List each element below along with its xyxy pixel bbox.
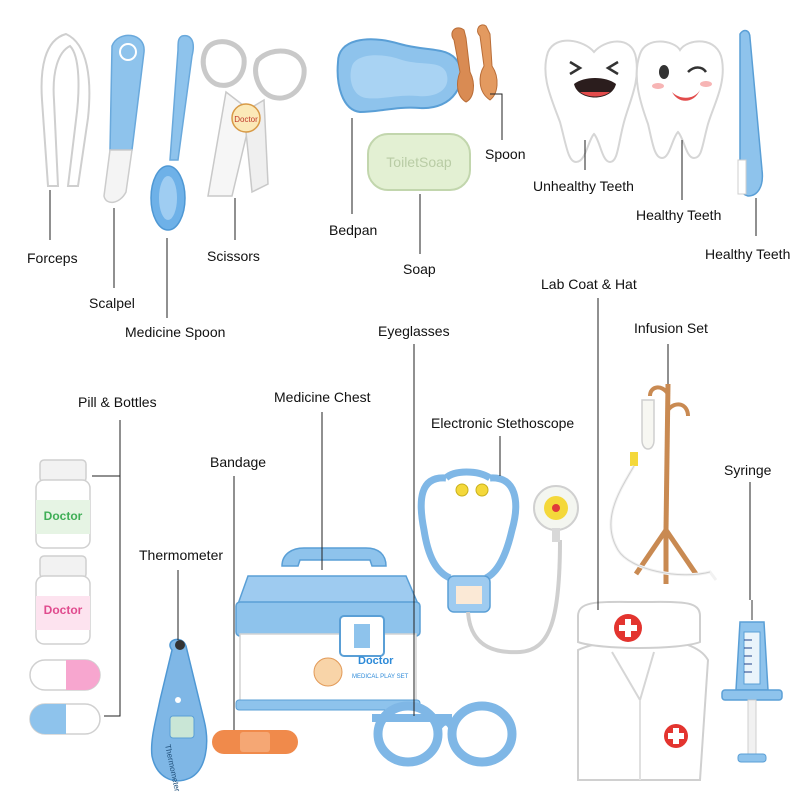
pill-bottles-leader-top <box>92 420 121 477</box>
bottle-brand-1: Doctor <box>44 509 83 523</box>
chest-subtitle-text: MEDICAL PLAY SET <box>352 674 409 680</box>
lab-coat-hat-item <box>577 600 710 781</box>
toothbrush-item <box>737 29 764 197</box>
label-eyeglasses: Eyeglasses <box>378 323 450 339</box>
scalpel-item <box>103 34 145 204</box>
bottle-brand-2: Doctor <box>44 603 83 617</box>
spoon-item <box>451 24 498 103</box>
infusion-set-item <box>609 383 718 584</box>
label-medicine-chest: Medicine Chest <box>274 389 371 405</box>
stethoscope-item <box>417 468 579 655</box>
scissors-item: Doctor <box>200 39 307 197</box>
label-bandage: Bandage <box>210 454 267 470</box>
label-healthy-teeth-1: Healthy Teeth <box>636 207 722 223</box>
medicine-spoon-item <box>150 34 194 231</box>
label-bedpan: Bedpan <box>329 222 378 238</box>
bedpan-item <box>336 38 463 114</box>
eyeglasses-item <box>372 701 517 767</box>
label-lab-coat-hat: Lab Coat & Hat <box>541 276 637 292</box>
unhealthy-tooth-item <box>544 39 638 164</box>
pill-bottles-leader-bottom <box>104 476 121 717</box>
soap-item: ToiletSoap <box>367 133 471 191</box>
label-thermometer: Thermometer <box>139 547 224 563</box>
label-unhealthy-teeth: Unhealthy Teeth <box>533 178 634 194</box>
pill-bottles-item: Doctor Doctor <box>29 459 101 735</box>
bandage-item <box>212 730 298 754</box>
label-scalpel: Scalpel <box>89 295 135 311</box>
label-medicine-spoon: Medicine Spoon <box>125 324 226 340</box>
label-spoon: Spoon <box>485 146 526 162</box>
healthy-tooth-item <box>635 40 724 160</box>
label-pill-bottles: Pill & Bottles <box>78 394 157 410</box>
scissors-badge-text: Doctor <box>234 115 258 124</box>
label-syringe: Syringe <box>724 462 772 478</box>
soap-print-text: ToiletSoap <box>386 154 452 170</box>
medicine-chest-item: Doctor MEDICAL PLAY SET <box>235 547 421 711</box>
leader-lines <box>49 93 757 730</box>
label-infusion-set: Infusion Set <box>634 320 708 336</box>
label-healthy-teeth-2: Healthy Teeth <box>705 246 791 262</box>
syringe-item <box>721 600 783 763</box>
forceps-item <box>40 32 91 187</box>
label-scissors: Scissors <box>207 248 260 264</box>
label-electronic-stethoscope: Electronic Stethoscope <box>431 415 575 431</box>
label-soap: Soap <box>403 261 436 277</box>
chest-brand-text: Doctor <box>358 655 394 667</box>
label-forceps: Forceps <box>27 250 78 266</box>
spoon-leader <box>490 93 503 140</box>
thermometer-item: Thermometer <box>150 638 208 793</box>
